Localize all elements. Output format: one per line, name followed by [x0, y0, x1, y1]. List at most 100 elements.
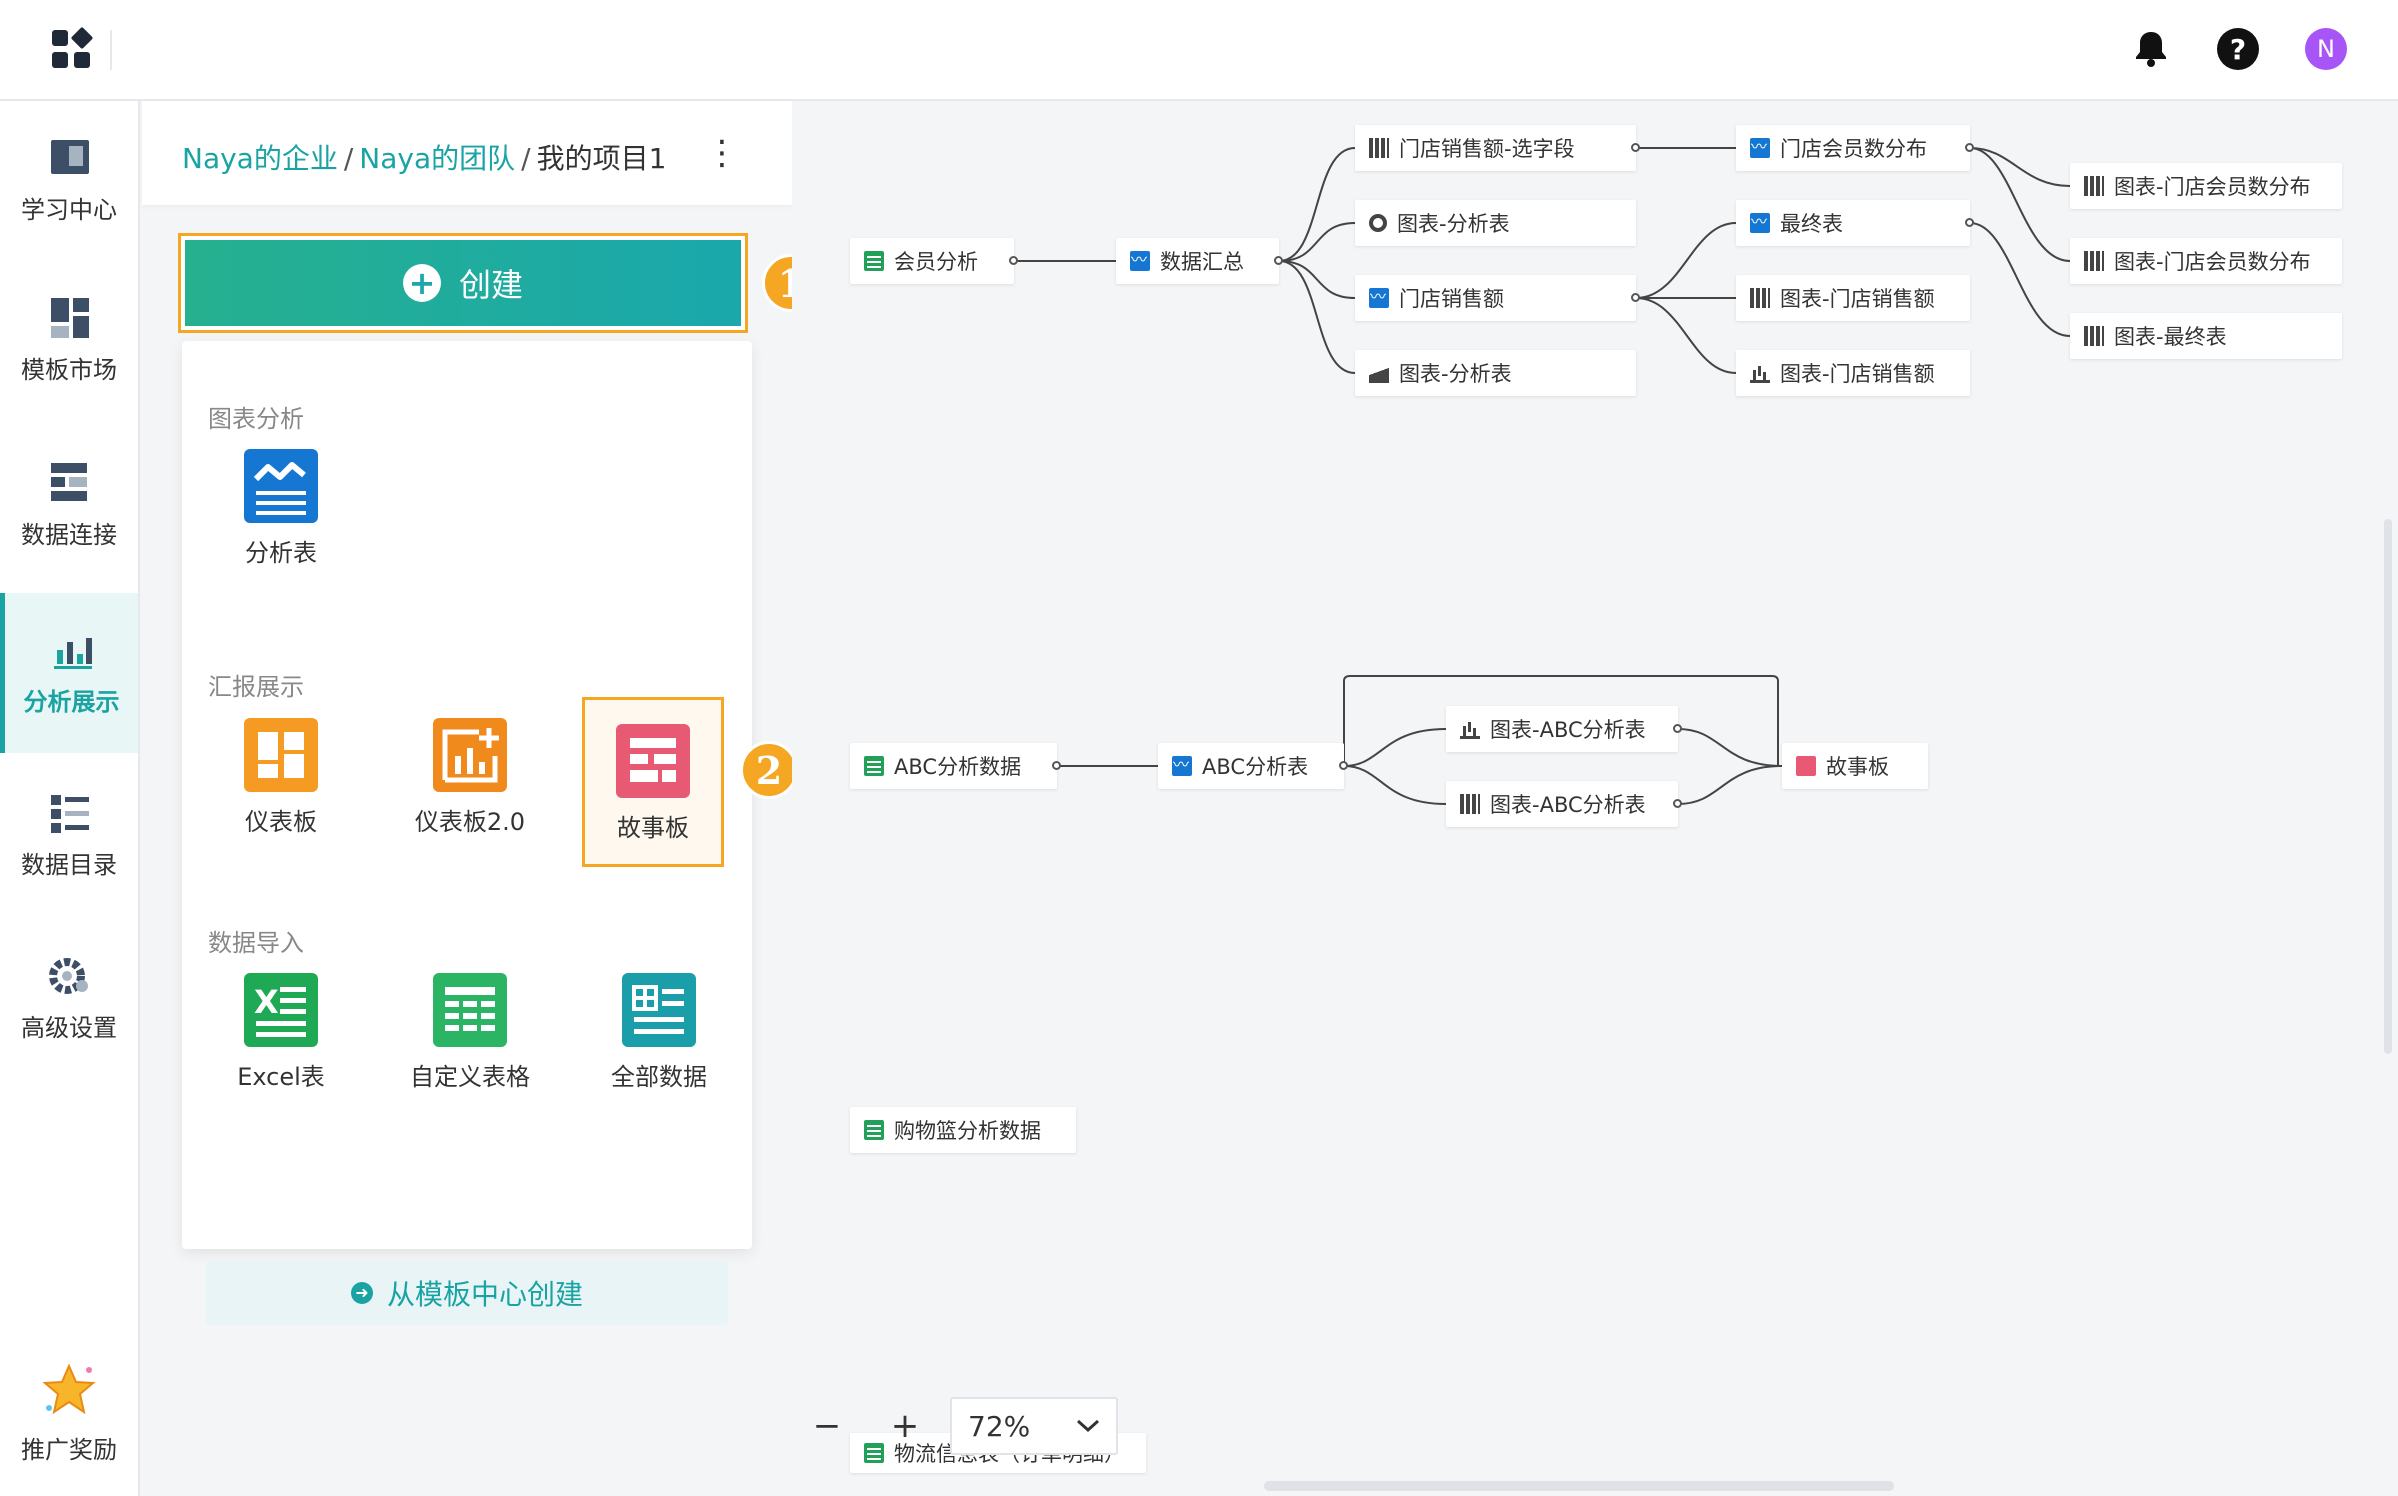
- node-label: 图表-ABC分析表: [1490, 718, 1646, 742]
- storyboard-icon: [1796, 756, 1816, 776]
- topbar-divider: [110, 30, 112, 70]
- flow-node[interactable]: ABC分析表: [1158, 743, 1344, 789]
- nav-item-learning[interactable]: 学习中心: [0, 101, 138, 261]
- dashboard-2-icon: [433, 718, 507, 792]
- flow-node[interactable]: 图表-门店会员数分布: [2070, 238, 2342, 284]
- nav-item-analysis[interactable]: 分析展示: [0, 593, 138, 753]
- nav-label: 高级设置: [21, 1013, 117, 1042]
- flow-node[interactable]: 数据汇总: [1116, 238, 1279, 284]
- flow-node[interactable]: ABC分析数据: [850, 743, 1057, 789]
- svg-text:X: X: [254, 983, 279, 1021]
- create-button-inner[interactable]: + 创建: [185, 240, 741, 326]
- flow-node[interactable]: 图表-门店销售额: [1736, 350, 1970, 396]
- node-label: 最终表: [1780, 212, 1843, 236]
- nav-label: 推广奖励: [21, 1435, 117, 1464]
- app-grid-icon[interactable]: [52, 26, 94, 70]
- breadcrumb-project: 我的项目1: [536, 142, 667, 175]
- zoom-value: 72%: [968, 1409, 1031, 1443]
- chart-icon: [1369, 283, 1389, 308]
- catalog-icon: [47, 793, 91, 833]
- node-port[interactable]: [1631, 293, 1640, 302]
- menu-item-label: Excel表: [237, 1063, 325, 1091]
- flow-node[interactable]: 购物篮分析数据: [850, 1107, 1076, 1153]
- node-port[interactable]: [1339, 761, 1348, 770]
- flow-node[interactable]: 最终表: [1736, 200, 1970, 246]
- menu-item-dashboard-2[interactable]: 仪表板2.0: [395, 706, 545, 856]
- node-port[interactable]: [1673, 799, 1682, 808]
- menu-item-label: 自定义表格: [410, 1063, 530, 1091]
- node-label: 图表-门店会员数分布: [2114, 250, 2311, 274]
- nav-label: 模板市场: [21, 355, 117, 384]
- breadcrumb-org[interactable]: Naya的企业: [182, 142, 338, 175]
- menu-item-analysis-table[interactable]: 分析表: [206, 437, 356, 587]
- zoom-out-button[interactable]: −: [812, 1406, 842, 1446]
- template-icon: [47, 297, 91, 338]
- table-icon: [864, 1120, 884, 1140]
- flow-node[interactable]: 门店销售额: [1355, 275, 1636, 321]
- nav-item-templates[interactable]: 模板市场: [0, 261, 138, 421]
- node-port[interactable]: [1965, 218, 1974, 227]
- node-port[interactable]: [1052, 761, 1061, 770]
- flow-node[interactable]: 图表-门店销售额: [1736, 275, 1970, 321]
- avatar[interactable]: N: [2305, 28, 2347, 70]
- chart-icon: [1172, 751, 1192, 776]
- create-button[interactable]: + 创建: [178, 233, 748, 333]
- gear-icon: [47, 956, 91, 996]
- flow-node[interactable]: 图表-门店会员数分布: [2070, 163, 2342, 209]
- arrow-right-circle-icon: ➜: [350, 1282, 373, 1304]
- node-port[interactable]: [1631, 143, 1640, 152]
- bell-icon[interactable]: [2130, 28, 2172, 70]
- vertical-scrollbar[interactable]: [2384, 519, 2392, 1054]
- left-navigation: 学习中心 模板市场 数据连接 分析展示: [0, 101, 140, 1496]
- flow-node[interactable]: 会员分析: [850, 238, 1014, 284]
- nav-item-settings[interactable]: 高级设置: [0, 919, 138, 1079]
- zoom-level-select[interactable]: 72%: [950, 1397, 1118, 1455]
- node-label: 门店会员数分布: [1780, 137, 1927, 161]
- more-options-icon[interactable]: ⋮: [705, 133, 739, 173]
- zoom-in-button[interactable]: +: [890, 1406, 920, 1446]
- menu-item-label: 全部数据: [611, 1063, 707, 1091]
- breadcrumb-team[interactable]: Naya的团队: [359, 142, 516, 175]
- node-port[interactable]: [1009, 256, 1018, 265]
- menu-item-custom-table[interactable]: 自定义表格: [395, 961, 545, 1111]
- horizontal-scrollbar[interactable]: [1264, 1481, 1894, 1491]
- node-label: 图表-分析表: [1397, 212, 1510, 236]
- nav-item-data-connection[interactable]: 数据连接: [0, 426, 138, 586]
- node-label: 图表-分析表: [1399, 362, 1512, 386]
- help-icon[interactable]: ?: [2217, 28, 2259, 70]
- node-label: 图表-最终表: [2114, 325, 2227, 349]
- flow-node[interactable]: 图表-分析表: [1355, 350, 1636, 396]
- flow-node[interactable]: 图表-最终表: [2070, 313, 2342, 359]
- breadcrumb-separator: /: [521, 142, 531, 175]
- create-from-template-button[interactable]: ➜ 从模板中心创建: [206, 1261, 728, 1325]
- flow-node[interactable]: 门店会员数分布: [1736, 125, 1970, 171]
- node-label: 故事板: [1826, 755, 1889, 779]
- menu-item-excel[interactable]: X Excel表: [206, 961, 356, 1111]
- node-label: 购物篮分析数据: [894, 1119, 1041, 1143]
- menu-item-dashboard[interactable]: 仪表板: [206, 706, 356, 856]
- flow-edges: [1014, 147, 2071, 805]
- flow-node[interactable]: 图表-ABC分析表: [1446, 706, 1678, 752]
- node-label: 图表-门店销售额: [1780, 362, 1935, 386]
- flow-node[interactable]: 图表-分析表: [1355, 200, 1636, 246]
- node-port[interactable]: [1965, 143, 1974, 152]
- analysis-chart-icon: [50, 630, 94, 670]
- chart-icon: [1750, 208, 1770, 233]
- flow-node[interactable]: 门店销售额-选字段: [1355, 125, 1636, 171]
- bar-chart-icon: [1750, 363, 1770, 383]
- grid-table-icon: [1750, 288, 1770, 308]
- nav-item-catalog[interactable]: 数据目录: [0, 756, 138, 916]
- plus-circle-icon: +: [402, 264, 441, 302]
- menu-item-all-data[interactable]: 全部数据: [584, 961, 734, 1111]
- node-label: ABC分析表: [1202, 755, 1309, 779]
- nav-item-rewards[interactable]: 推广奖励: [0, 1333, 138, 1493]
- flow-canvas[interactable]: 会员分析 数据汇总 门店销售额-选字段 图表-分析表 门店销售额 图表-分析表 …: [792, 101, 2398, 1496]
- node-port[interactable]: [1274, 256, 1283, 265]
- flow-node[interactable]: 图表-ABC分析表: [1446, 781, 1678, 827]
- node-label: 门店销售额-选字段: [1399, 137, 1575, 161]
- node-port[interactable]: [1673, 724, 1682, 733]
- flow-node[interactable]: 故事板: [1782, 743, 1928, 789]
- menu-item-label: 仪表板2.0: [414, 808, 526, 836]
- menu-item-storyboard[interactable]: 故事板: [582, 697, 724, 867]
- dashboard-icon: [244, 718, 318, 792]
